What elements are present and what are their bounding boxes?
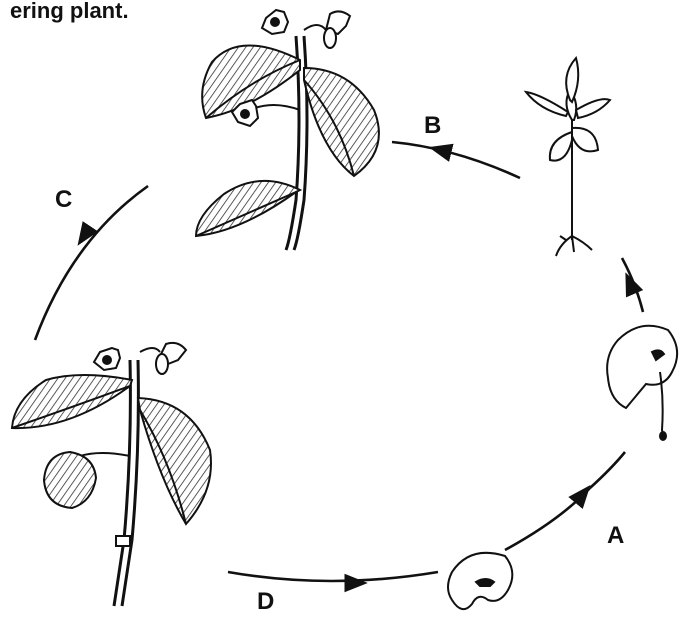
label-a: A (607, 522, 624, 550)
label-b: B (424, 112, 441, 140)
seedling-illustration (526, 58, 610, 256)
arrow-b (392, 142, 520, 178)
flowering-plant-illustration (196, 10, 379, 250)
arrow-d (228, 572, 438, 583)
arrow-c (35, 186, 148, 340)
label-d: D (257, 588, 274, 616)
arrow-a-upper (622, 258, 643, 312)
seed-illustration (448, 553, 512, 609)
label-c: C (55, 186, 72, 214)
fruiting-plant-illustration (12, 343, 211, 606)
germinating-seed-illustration (607, 326, 677, 440)
